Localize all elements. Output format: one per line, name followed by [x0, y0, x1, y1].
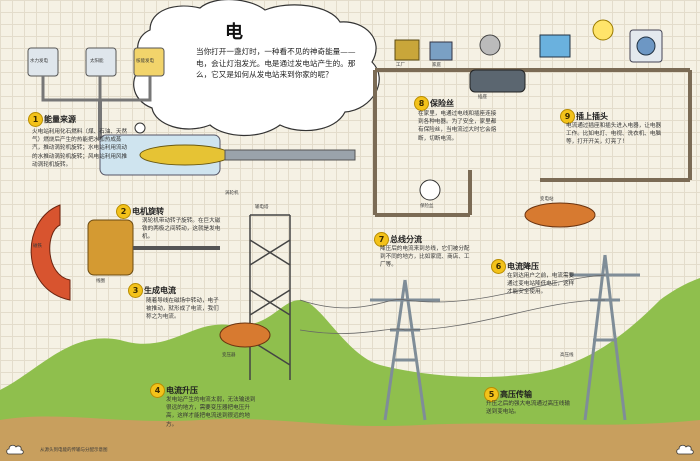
generator-coil: [87, 219, 134, 276]
step-8-text: 在家里，电通过电线和插座连接到各种电器。为了安全，家里都有保险丝，当电流过大时它…: [418, 111, 497, 142]
page-title: 电: [225, 22, 243, 43]
label-transformer: 变压器: [222, 353, 236, 358]
step-7-title: 总线分流: [390, 235, 422, 244]
power-lines: [299, 274, 606, 334]
tv-icon: [539, 34, 571, 58]
step-4-badge: 4: [150, 383, 165, 398]
label-pylon: 高压线: [560, 353, 574, 358]
label-hydro: 水力发电: [30, 59, 48, 64]
cloud-icon: [676, 444, 694, 455]
step-1-text: 火电站利用化石燃料（煤、石油、天然气）燃烧后产生的热能把水加热成蒸汽，推动涡轮机…: [32, 129, 128, 168]
intro-text: 当你打开一盏灯时，一种看不见的神奇能量——电，会让灯泡发光。电是通过发电站产生的…: [196, 47, 356, 79]
label-tower: 输电塔: [255, 205, 269, 210]
turbine-blades: [139, 144, 231, 166]
step-5-badge: 5: [484, 387, 499, 402]
step-6-title: 电流降压: [507, 262, 539, 271]
step-1-badge: 1: [28, 112, 43, 127]
bubble-dot: [134, 122, 146, 134]
step-3-title: 生成电流: [144, 286, 176, 295]
step-9-badge: 9: [560, 109, 575, 124]
label-coil: 线圈: [96, 279, 105, 284]
label-fuse: 保险丝: [420, 204, 434, 209]
cloud-icon: [6, 444, 24, 455]
step-1-title: 能量来源: [44, 115, 76, 124]
fuse-meter: [419, 179, 441, 201]
label-solar: 太阳能: [90, 59, 104, 64]
feed-pipes: [41, 76, 152, 102]
step-8-title: 保险丝: [430, 99, 454, 108]
step-6-badge: 6: [491, 259, 506, 274]
step-9-title: 插上插头: [576, 112, 608, 121]
step-3-text: 随着导线在磁场中转动，电子被推动，就形成了电流，我们称之为电流。: [146, 298, 219, 321]
label-factory: 工厂: [396, 63, 405, 68]
scaffold-tower: [249, 214, 291, 380]
bottom-note: 从源头到电能的传输与分配示意图: [40, 448, 108, 453]
factory-icon: [394, 39, 420, 61]
step-8-badge: 8: [414, 96, 429, 111]
kettle-icon: [479, 34, 501, 56]
turbine-shaft: [224, 149, 356, 161]
label-magnet: 磁铁: [33, 244, 42, 249]
step-7-badge: 7: [374, 232, 389, 247]
thought-bubble: [133, 0, 380, 137]
step-2-text: 涡轮机带动转子旋转。在巨大磁铁的两极之间转动，这就是发电机。: [142, 218, 221, 241]
magnet: [30, 204, 71, 301]
step-down-transformer: [524, 202, 596, 228]
step-9-text: 电流通过插座和插头进入电器，让电器工作。比如电灯、电视、洗衣机、电脑等，打开开关…: [566, 123, 662, 146]
step-6-text: 在到达用户之前，电流需要通过变电站降低电压，这样才能安全使用。: [507, 273, 575, 296]
step-2-title: 电机旋转: [132, 207, 164, 216]
lightbulb-icon: [592, 19, 614, 41]
step-5-text: 升压之后的强大电流通过高压线输送到变电站。: [486, 401, 570, 416]
label-turbine: 涡轮机: [225, 191, 239, 196]
plug-socket: [469, 69, 526, 93]
label-socket: 插座: [478, 95, 487, 100]
step-3-badge: 3: [128, 283, 143, 298]
step-5-title: 高压传输: [500, 390, 532, 399]
soil-layer: [0, 416, 700, 461]
step-up-transformer: [219, 322, 271, 348]
label-home: 家庭: [432, 63, 441, 68]
house-icon: [429, 41, 453, 61]
step-2-badge: 2: [116, 204, 131, 219]
step-4-title: 电流升压: [166, 386, 198, 395]
label-nuclear: 核能发电: [136, 59, 154, 64]
step-7-text: 降压后的电流来到总线，它们被分配到不同的地方，比如家庭、商店、工厂等。: [380, 246, 470, 269]
label-substation: 变电站: [540, 197, 554, 202]
green-hill: [0, 278, 700, 461]
washer-drum: [636, 36, 656, 56]
step-4-text: 发电站产生的电流太弱，无法输送到很远的地方，需要变压器把电压升高，这样才能把电流…: [166, 397, 256, 428]
distribution-pipes: [373, 68, 692, 217]
